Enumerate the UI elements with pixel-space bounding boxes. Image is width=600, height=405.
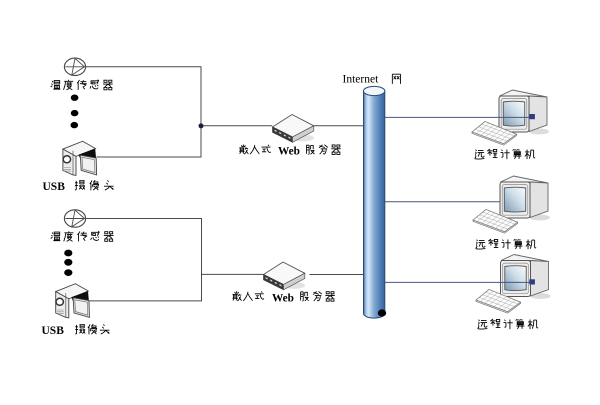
svg-text:USB: USB	[42, 325, 65, 337]
svg-text:USB: USB	[43, 181, 66, 193]
svg-text:Internet: Internet	[343, 74, 380, 86]
svg-text:Web: Web	[272, 292, 294, 304]
svg-text:Web: Web	[278, 145, 300, 157]
